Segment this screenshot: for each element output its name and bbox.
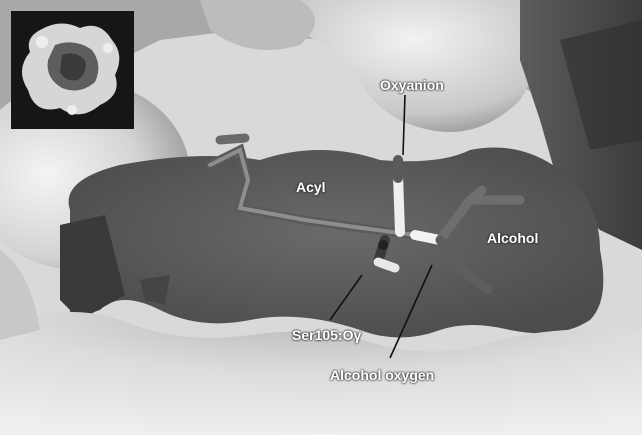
alcohol-label: Alcohol bbox=[487, 231, 538, 245]
inset-protein-overview bbox=[22, 23, 119, 115]
alcohol-oxygen-label: Alcohol oxygen bbox=[330, 368, 434, 382]
oxyanion-label: Oxyanion bbox=[380, 78, 444, 92]
ser105-label: Ser105:Oγ bbox=[292, 328, 361, 342]
acyl-label: Acyl bbox=[296, 180, 326, 194]
